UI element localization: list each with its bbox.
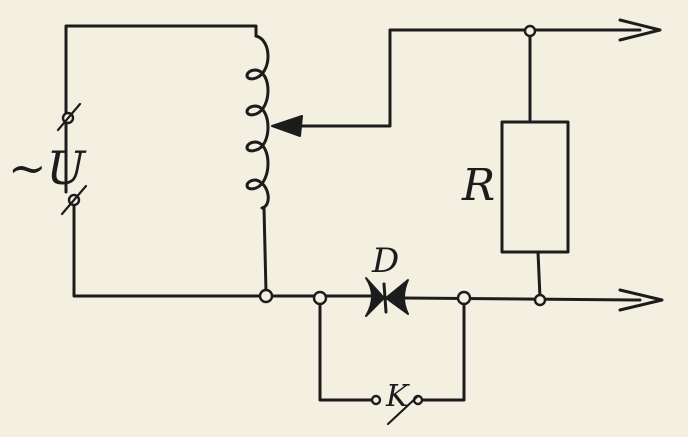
output-arrow-top-icon <box>618 18 662 42</box>
switch-label: K <box>385 379 410 414</box>
wire-source-bottom <box>72 198 268 298</box>
wire-resistor-bottom <box>536 250 542 300</box>
source-terminal-top <box>56 102 82 132</box>
source-label: ~U <box>8 141 88 195</box>
node-resistor-top <box>523 24 537 38</box>
diode <box>365 277 409 317</box>
wiper-arrow-icon <box>271 115 303 137</box>
node-switch-right <box>456 290 472 306</box>
wire-bottom-right <box>402 296 642 302</box>
transformer-coil <box>245 34 270 210</box>
node-resistor-bottom <box>533 293 547 307</box>
output-arrow-bottom-icon <box>618 288 664 312</box>
switch <box>370 394 424 426</box>
wire-coil-bottom <box>262 206 268 294</box>
wiper-wire <box>298 28 642 128</box>
resistor-label: R <box>461 160 495 211</box>
wire-switch-left <box>318 300 374 402</box>
wire-source-top <box>64 24 258 120</box>
diode-label: D <box>371 241 399 281</box>
wire-switch-right <box>416 300 466 402</box>
node-switch-left <box>312 290 328 306</box>
node-coil-bottom <box>258 288 274 304</box>
source-terminal-bottom <box>60 184 88 216</box>
resistor <box>500 120 570 254</box>
